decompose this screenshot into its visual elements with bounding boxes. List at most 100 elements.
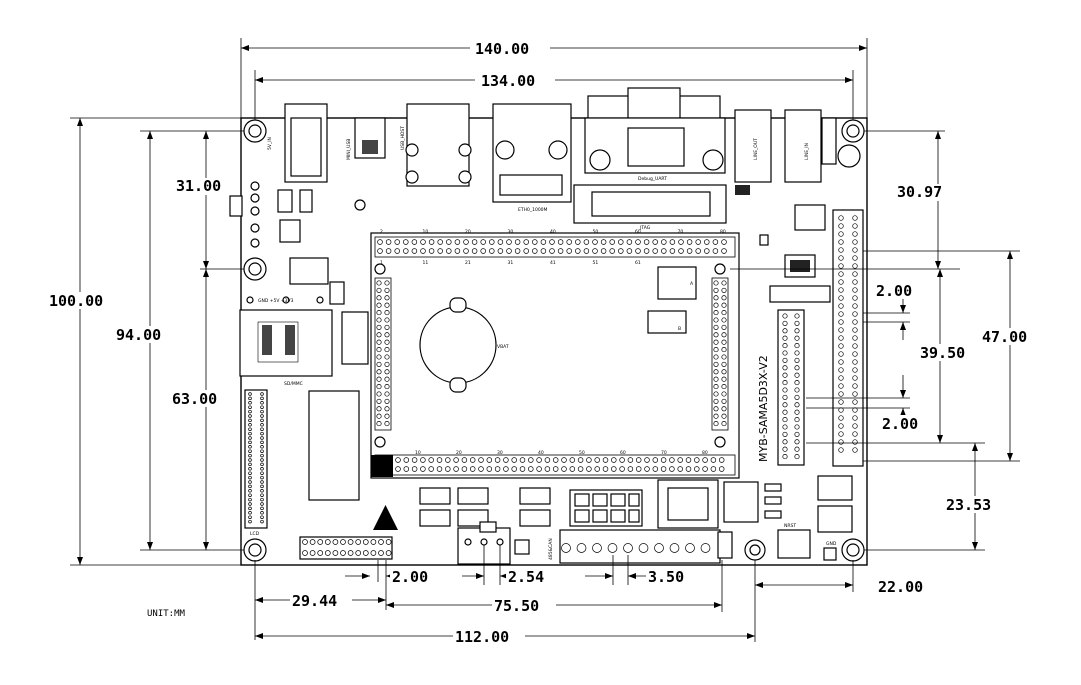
header-pin: [669, 239, 676, 245]
header-pin: [454, 239, 461, 245]
header-pin: [838, 367, 844, 373]
header-pin: [838, 215, 844, 221]
header-pin: [260, 401, 264, 405]
header-pin: [782, 365, 788, 371]
dim-right-top: 30.97: [897, 183, 942, 201]
header-pin: [260, 445, 264, 449]
svg-text:NRST: NRST: [784, 523, 796, 529]
header-pin: [852, 303, 858, 309]
unit-label: UNIT:MM: [147, 609, 186, 619]
header-pin: [600, 239, 607, 245]
svg-text:USB_HOST: USB_HOST: [400, 126, 406, 150]
header-pin: [536, 457, 542, 463]
header-pin: [523, 248, 529, 254]
header-pin: [838, 279, 844, 285]
line-in-jack: LINE_IN: [784, 109, 822, 183]
header-pin: [852, 311, 858, 317]
header-pin: [260, 431, 264, 436]
header-pin: [721, 295, 727, 301]
header-pin: [782, 320, 788, 326]
header-pin: [721, 310, 727, 316]
header-pin: [370, 550, 377, 556]
header-pin: [713, 354, 719, 360]
header-pin: [384, 384, 390, 390]
header-pin: [384, 369, 390, 375]
header-pin: [384, 347, 390, 353]
header-pin: [838, 263, 844, 269]
header-pin: [721, 287, 727, 293]
header-pin: [718, 457, 725, 463]
header-pin: [376, 361, 382, 367]
header-pin: [592, 543, 602, 553]
header-pin: [463, 248, 469, 254]
header-pin: [514, 239, 521, 245]
header-pin: [713, 332, 719, 338]
header-pin: [376, 369, 382, 375]
header-pin: [626, 248, 633, 254]
header-pin: [478, 466, 484, 472]
bottom-ics: [419, 487, 551, 555]
header-pin: [260, 436, 264, 440]
debug-uart-db9: Debug_UART: [584, 87, 726, 182]
header-pin: [355, 539, 362, 545]
header-pin: [260, 489, 264, 493]
header-pin: [654, 543, 664, 553]
header-pin: [609, 248, 615, 254]
header-pin: [552, 457, 559, 463]
header-pin: [377, 248, 383, 254]
header-pin: [852, 367, 858, 373]
header-pin: [652, 239, 658, 245]
svg-text:B: B: [678, 326, 681, 332]
header-pin: [852, 295, 858, 301]
header-pin: [592, 248, 598, 254]
core-module: VBAT A B: [370, 232, 740, 479]
header-pin: [260, 453, 264, 458]
svg-text:MYB-SAMA5D3X-V2: MYB-SAMA5D3X-V2: [757, 355, 770, 462]
header-pin: [669, 466, 675, 472]
header-pin: [782, 313, 788, 319]
dim-hole-span-height: 94.00: [116, 326, 161, 344]
header-pin: [702, 466, 708, 472]
header-pin: [260, 471, 264, 475]
header-pin: [852, 263, 858, 269]
mini-usb-connector: MINI_USB: [346, 117, 386, 160]
header-pin: [248, 414, 252, 418]
header-pin: [395, 457, 401, 463]
header-pin: [324, 550, 331, 556]
header-pin: [248, 401, 252, 405]
header-pin-number: 11: [423, 260, 429, 266]
header-pin: [540, 239, 547, 245]
header-pin: [428, 466, 434, 472]
header-pin: [376, 413, 382, 419]
header-pin-number: 31: [508, 260, 514, 266]
header-pin: [627, 457, 634, 463]
header-pin: [635, 457, 642, 463]
header-pin-number: 30: [508, 229, 514, 235]
svg-text:LINE_IN: LINE_IN: [804, 143, 810, 160]
header-pin: [511, 457, 517, 463]
header-pin: [721, 347, 727, 353]
header-pin: [377, 239, 383, 245]
header-pin: [713, 413, 719, 419]
header-pin: [340, 539, 346, 545]
header-pin-number: 10: [423, 229, 429, 235]
header-pin: [721, 369, 727, 375]
header-pin: [463, 239, 469, 245]
header-pin: [635, 466, 642, 472]
header-pin: [694, 457, 700, 463]
header-pin: [794, 313, 800, 319]
header-pin: [602, 457, 609, 463]
header-pin: [384, 332, 390, 338]
dim-left-upper: 31.00: [176, 177, 221, 195]
header-pin-number: 60: [620, 450, 626, 456]
header-pin: [782, 402, 788, 408]
header-pin: [260, 396, 264, 401]
header-pin: [838, 231, 844, 237]
header-pin: [497, 239, 504, 245]
header-pin: [378, 539, 384, 545]
header-pin: [618, 248, 624, 254]
header-pin: [248, 431, 252, 436]
dim-total-height: 100.00: [49, 292, 103, 310]
som-header-right: [711, 277, 729, 431]
header-pin: [532, 248, 538, 254]
